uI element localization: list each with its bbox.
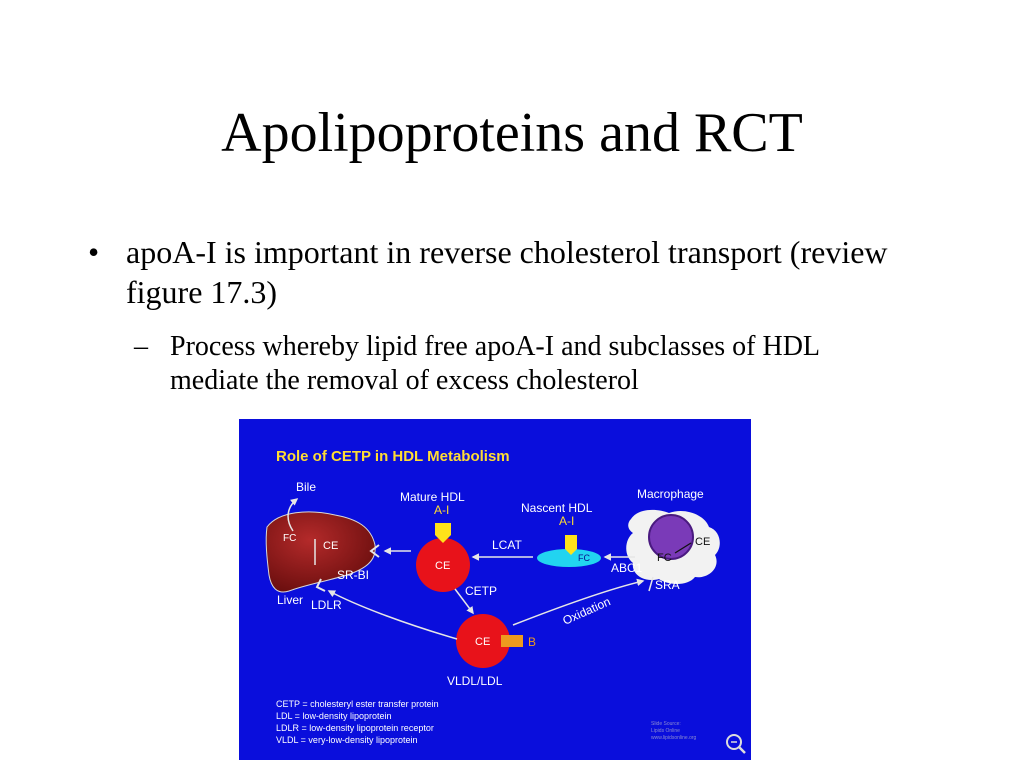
- nascent-fc-label: FC: [578, 553, 590, 563]
- liver-fc-label: FC: [283, 533, 296, 544]
- cetp-label: CETP: [465, 584, 497, 598]
- macrophage-fc-ce-arrow: [674, 542, 692, 554]
- macrophage-fc-label: FC: [657, 552, 672, 564]
- bullet-list: • apoA-I is important in reverse cholest…: [88, 232, 968, 398]
- ldlr-label: LDLR: [311, 598, 342, 612]
- liver-shape: [265, 511, 376, 593]
- nascent-hdl-particle: [537, 549, 601, 567]
- oxidation-label: Oxidation: [561, 594, 613, 627]
- source-line: Lipids Online: [651, 728, 680, 734]
- mature-ce-label: CE: [435, 560, 450, 572]
- sra-receptor: [648, 576, 654, 592]
- macrophage-ce-label: CE: [695, 536, 710, 548]
- sub-bullet-item: – Process whereby lipid free apoA-I and …: [134, 330, 910, 398]
- mature-hdl-particle: [416, 538, 470, 592]
- apob-label: B: [528, 635, 536, 649]
- nascent-apoa1-label: A-I: [559, 514, 574, 528]
- sub-bullet-marker: –: [134, 331, 148, 362]
- cetp-diagram: Role of CETP in HDL Metabolism FC CE Liv…: [239, 419, 751, 760]
- mature-apoa1-icon: [435, 523, 451, 543]
- vldl-ldl-particle: [456, 614, 510, 668]
- sub-bullet-text: Process whereby lipid free apoA-I and su…: [170, 331, 819, 396]
- macrophage-label: Macrophage: [637, 487, 704, 501]
- slide-title: Apolipoproteins and RCT: [221, 102, 803, 164]
- source-line: www.lipidsonline.org: [651, 735, 697, 741]
- ldlr-receptor: [315, 578, 326, 592]
- legend-line: LDL = low-density lipoprotein: [276, 711, 391, 721]
- liver-ce-label: CE: [323, 540, 338, 552]
- mature-apoa1-label: A-I: [434, 503, 449, 517]
- bullet-text: apoA-I is important in reverse cholester…: [126, 234, 888, 310]
- abc1-label: ABC1: [611, 561, 643, 575]
- bullet-item: • apoA-I is important in reverse cholest…: [88, 232, 968, 312]
- legend-line: CETP = cholesteryl ester transfer protei…: [276, 699, 439, 709]
- sra-label: SRA: [655, 578, 680, 592]
- legend-line: VLDL = very-low-density lipoprotein: [276, 735, 417, 745]
- oxidation-arrow: [512, 578, 645, 626]
- diagram-svg: Role of CETP in HDL Metabolism FC CE Liv…: [265, 448, 746, 754]
- nascent-hdl-label: Nascent HDL: [521, 501, 593, 515]
- zoom-icon[interactable]: [726, 734, 746, 754]
- srbi-receptor: [369, 544, 380, 558]
- liver-label: Liver: [277, 593, 303, 607]
- vldl-to-ldlr-arrow: [327, 590, 458, 640]
- lcat-label: LCAT: [492, 538, 522, 552]
- bullet-marker: •: [88, 234, 100, 270]
- vldl-ldl-label: VLDL/LDL: [447, 674, 503, 688]
- source-line: Slide Source:: [651, 721, 681, 727]
- legend-line: LDLR = low-density lipoprotein receptor: [276, 723, 434, 733]
- cetp-arrow: [454, 588, 474, 615]
- bile-arrow: [287, 498, 299, 532]
- vldl-ce-label: CE: [475, 636, 490, 648]
- bile-label: Bile: [296, 480, 316, 494]
- figure-title: Role of CETP in HDL Metabolism: [276, 448, 510, 465]
- apob-icon: [501, 635, 523, 647]
- mature-hdl-label: Mature HDL: [400, 490, 465, 504]
- nascent-apoa1-icon: [565, 535, 577, 555]
- srbi-label: SR-BI: [337, 568, 369, 582]
